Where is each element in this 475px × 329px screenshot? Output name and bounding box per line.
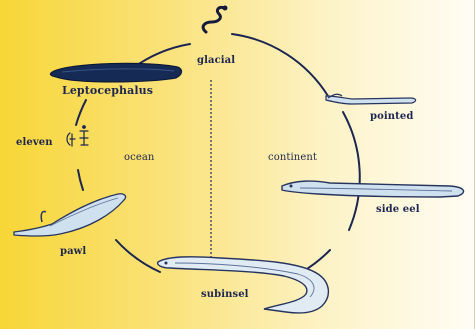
arc-top-right bbox=[232, 34, 328, 96]
elver bbox=[326, 94, 416, 104]
label-subinsel: subinsel bbox=[201, 289, 249, 300]
label-pawl: pawl bbox=[60, 246, 86, 257]
label-side-eel: side eel bbox=[376, 204, 420, 215]
glass-eel bbox=[14, 194, 126, 236]
leptocephalus-larva bbox=[50, 63, 181, 82]
label-glacial: glacial bbox=[197, 55, 235, 66]
arc-bottom-left bbox=[116, 240, 160, 272]
arc-right bbox=[343, 112, 360, 230]
yellow-eel bbox=[282, 181, 464, 197]
arc-left-upper bbox=[76, 100, 86, 125]
label-eleven: eleven bbox=[16, 137, 53, 148]
arc-left-lower bbox=[78, 170, 83, 190]
egg-symbols-icon bbox=[67, 126, 88, 146]
label-leptocephalus: Leptocephalus bbox=[62, 84, 153, 97]
silver-eel bbox=[158, 257, 329, 313]
seahorse-icon bbox=[203, 6, 227, 33]
label-ocean: ocean bbox=[124, 152, 154, 163]
label-pointed: pointed bbox=[370, 111, 413, 122]
label-continent: continent bbox=[268, 152, 317, 163]
